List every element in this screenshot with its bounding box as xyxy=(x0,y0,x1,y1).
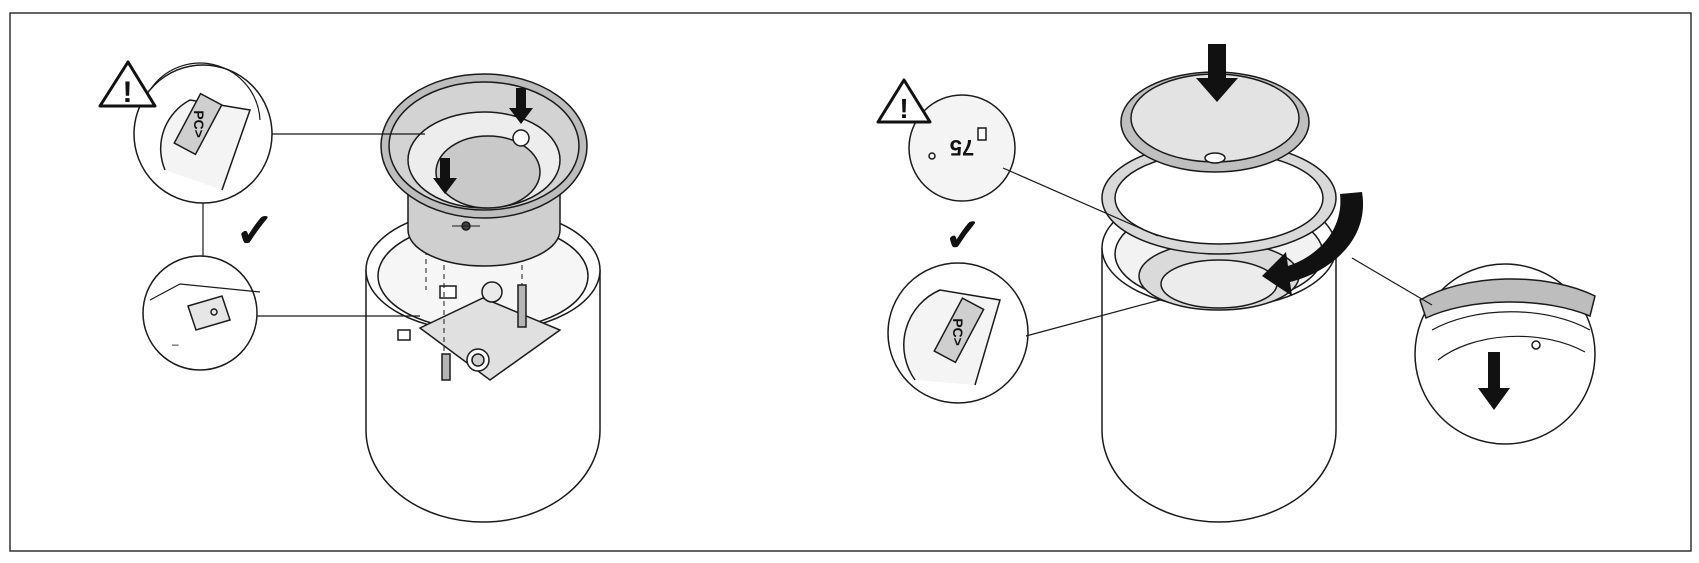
warning-triangle-icon: ! xyxy=(98,60,157,109)
checkmark-icon: ✓ xyxy=(235,205,275,258)
label-detail-callout: PC> xyxy=(887,262,1029,404)
clip-detail-callout: – xyxy=(142,255,261,371)
figure-border xyxy=(9,12,1692,552)
warning-glyph: ! xyxy=(899,93,908,124)
checkmark-icon: ✓ xyxy=(944,209,983,261)
down-arrow-icon xyxy=(433,158,457,194)
pc-label-text: PC> xyxy=(950,318,966,346)
warning-triangle-icon: ! xyxy=(876,78,932,124)
cover-disc xyxy=(1120,71,1310,173)
rotate-arrow-icon xyxy=(1262,192,1364,296)
dial-value-text: 75 xyxy=(950,135,974,160)
pc-label-text: PC> xyxy=(191,110,207,138)
down-arrow-icon xyxy=(1196,44,1238,102)
step-2-panel: 75 PC> xyxy=(887,44,1596,523)
down-arrow-icon xyxy=(1478,352,1510,410)
clip-mark-text: – xyxy=(172,337,179,351)
warning-glyph: ! xyxy=(123,76,133,109)
light-insert-bowl xyxy=(380,73,588,267)
ring-lock-detail-callout xyxy=(1414,263,1596,445)
down-arrow-icon xyxy=(509,88,533,124)
label-detail-callout: PC> xyxy=(133,62,273,204)
dial-detail-callout: 75 xyxy=(908,94,1016,202)
step-1-panel: PC> – xyxy=(133,62,601,523)
